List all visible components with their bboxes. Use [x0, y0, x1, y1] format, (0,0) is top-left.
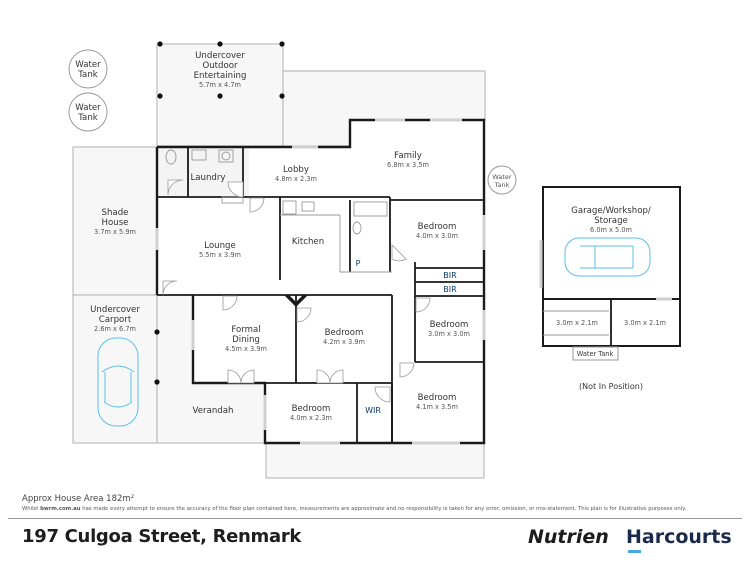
water-tank-label: Water — [75, 103, 101, 113]
door-swing — [415, 297, 431, 313]
garage-outline — [542, 186, 681, 300]
carport-name: Carport — [99, 315, 132, 325]
not-in-position-note: (Not In Position) — [579, 382, 643, 391]
store-left-dim: 3.0m x 2.1m — [556, 319, 598, 327]
water-tank-label: Water — [492, 173, 512, 181]
nutrien-logo: Nutrien — [528, 526, 609, 548]
wir-name: WIR — [365, 406, 381, 415]
washing-machine-drum-icon — [221, 151, 231, 161]
lobby-family-interior — [249, 120, 484, 200]
kitchen-name: Kitchen — [292, 237, 324, 247]
bedroom4-name: Bedroom — [292, 404, 331, 414]
bedroom1-dim: 4.0m x 3.0m — [416, 232, 458, 240]
bedroom2-dim: 4.2m x 3.9m — [323, 338, 365, 346]
post — [279, 41, 285, 47]
water-tank-box — [572, 346, 619, 361]
kitchen-sink-icon — [301, 201, 315, 212]
water-tank-label: Tank — [77, 70, 98, 80]
stove-icon — [282, 200, 297, 215]
post — [217, 93, 223, 99]
door-swing — [240, 369, 255, 384]
bedroom4-dim: 4.0m x 2.3m — [290, 414, 332, 422]
garage-dim: 6.0m x 5.0m — [590, 226, 632, 234]
rear-paving — [265, 442, 485, 479]
undercover-outdoor-dim: 5.7m x 4.7m — [199, 81, 241, 89]
door-swing — [249, 197, 265, 213]
vanity-basin-icon — [352, 221, 362, 235]
bedroom3-name: Bedroom — [430, 320, 469, 330]
carport-dim: 2.6m x 6.7m — [94, 325, 136, 333]
disclaimer-prefix: Whilst — [22, 506, 41, 512]
water-tank-circle — [487, 165, 517, 195]
post — [217, 41, 223, 47]
door-swing — [329, 369, 344, 384]
water-tank-circle — [68, 49, 108, 89]
laundry-bench — [221, 196, 244, 204]
bir1-name: BIR — [443, 271, 457, 280]
shade-house-name: Shade — [102, 208, 129, 218]
toilet-icon — [165, 149, 177, 165]
water-tank-circle — [68, 92, 108, 132]
carport-name: Undercover — [90, 305, 140, 315]
harcourts-logo: Harcourts — [626, 526, 732, 548]
lobby-dim: 4.8m x 2.3m — [275, 175, 317, 183]
property-address: 197 Culgoa Street, Renmark — [22, 526, 302, 547]
door-swing — [296, 307, 312, 323]
footer-divider — [8, 518, 742, 519]
pantry-name: P — [356, 259, 361, 268]
post — [154, 329, 160, 335]
undercover-outdoor-name: Undercover — [195, 51, 245, 61]
undercover-outdoor-name: Outdoor — [202, 61, 238, 71]
door-swing — [391, 244, 407, 262]
formal-dining-name: Dining — [232, 335, 260, 345]
garage-name: Garage/Workshop/ — [571, 206, 651, 216]
bedroom5-dim: 4.1m x 3.5m — [416, 403, 458, 411]
door-swing — [222, 295, 238, 311]
family-dim: 6.8m x 3.5m — [387, 161, 429, 169]
garage-name: Storage — [594, 216, 628, 226]
shade-house-name: House — [102, 218, 129, 228]
door-swing — [374, 386, 391, 403]
verandah-name: Verandah — [193, 406, 234, 416]
bedroom2-name: Bedroom — [325, 328, 364, 338]
garage-car-icon — [564, 237, 651, 277]
fireplace — [284, 295, 308, 307]
post — [157, 41, 163, 47]
lounge-dim: 5.5m x 3.9m — [199, 251, 241, 259]
harcourts-logo-underline — [628, 550, 641, 553]
laundry-sink-icon — [191, 149, 207, 161]
post — [279, 93, 285, 99]
door-swing — [399, 362, 415, 378]
lounge-name: Lounge — [204, 241, 236, 251]
store-right-dim: 3.0m x 2.1m — [624, 319, 666, 327]
washing-machine-icon — [218, 149, 234, 163]
door-swing — [162, 280, 178, 296]
formal-dining-name: Formal — [231, 325, 260, 335]
laundry-name: Laundry — [190, 173, 225, 183]
lobby-name: Lobby — [283, 165, 309, 175]
carport-area — [72, 294, 158, 444]
undercover-outdoor-name: Entertaining — [194, 71, 247, 81]
water-tank-label: Water — [75, 60, 101, 70]
bir2-name: BIR — [443, 285, 457, 294]
water-tank-label: Tank — [77, 113, 98, 123]
post — [157, 93, 163, 99]
post — [154, 379, 160, 385]
disclaimer: Whilst bwrm.com.au has made every attemp… — [22, 506, 686, 512]
family-name: Family — [394, 151, 422, 161]
bedroom5-name: Bedroom — [418, 393, 457, 403]
water-tank-label: Water Tank — [577, 350, 614, 358]
house-area: Approx House Area 182m² — [22, 494, 135, 504]
shade-house-dim: 3.7m x 5.9m — [94, 228, 136, 236]
bathtub-icon — [353, 201, 388, 217]
water-tank-label: Tank — [494, 181, 510, 189]
bedroom1-name: Bedroom — [418, 222, 457, 232]
floor-plan: Undercover Outdoor Entertaining 5.7m x 4… — [68, 41, 681, 479]
disclaimer-brand: bwrm.com.au — [40, 506, 81, 512]
bedroom3-dim: 3.0m x 3.0m — [428, 330, 470, 338]
disclaimer-text: has made every attempt to ensure the acc… — [80, 506, 687, 512]
door-swing — [167, 179, 184, 196]
formal-dining-dim: 4.5m x 3.9m — [225, 345, 267, 353]
car-icon — [97, 337, 139, 427]
